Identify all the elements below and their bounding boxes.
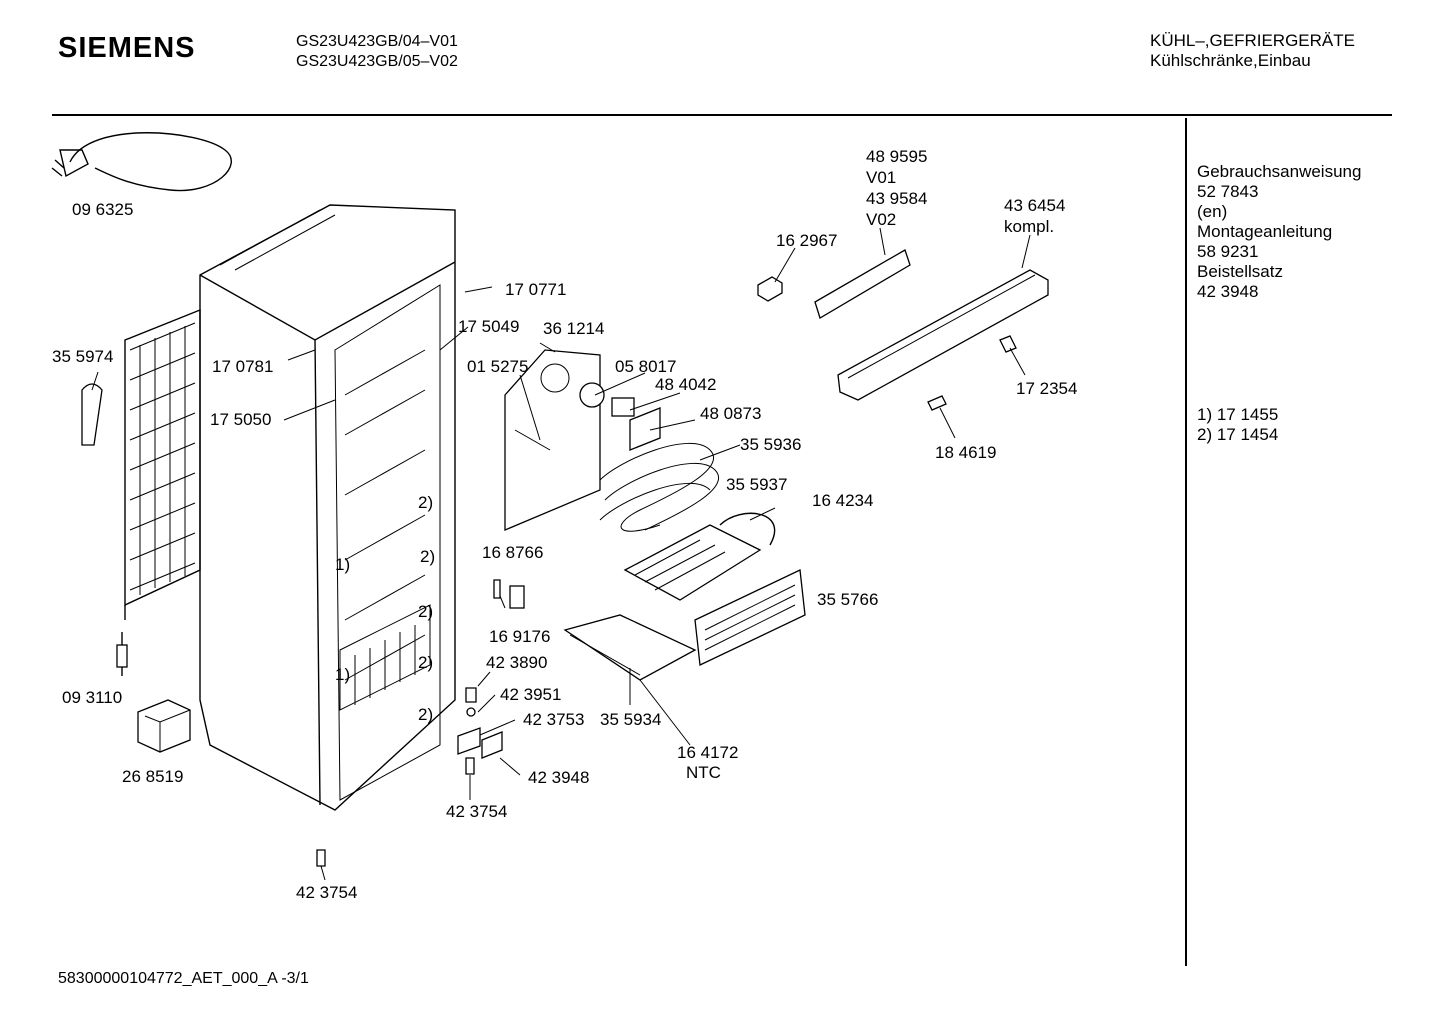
model-number-2: GS23U423GB/05–V02 (296, 53, 458, 70)
doc-line: (en) (1197, 202, 1228, 221)
footnote-ref: 2) (418, 602, 433, 621)
part-label-489595: 48 9595 (866, 147, 927, 166)
screw-part (465, 687, 477, 703)
doc-line: 42 3948 (1197, 282, 1259, 301)
part-label-v02: V02 (866, 210, 896, 229)
part-label-015275: 01 5275 (467, 357, 528, 376)
doc-line: Montageanleitung (1197, 222, 1333, 241)
header-divider (52, 114, 1392, 116)
part-label-423754: 42 3754 (446, 802, 507, 821)
part-label-480873: 48 0873 (700, 404, 761, 423)
part-label-439584: 43 9584 (866, 189, 927, 208)
footnote-line: 1) 17 1455 (1197, 405, 1279, 424)
sensor-probe-part (116, 632, 128, 676)
lamp-holder-part (509, 585, 525, 609)
sidebar-divider (1185, 118, 1187, 966)
part-label-184619: 18 4619 (935, 443, 996, 462)
part-label-436454: 43 6454 (1004, 196, 1065, 215)
doc-line: 52 7843 (1197, 182, 1259, 201)
part-label-355934: 35 5934 (600, 710, 661, 729)
footnote-ref: 2) (418, 493, 433, 512)
part-label-058017: 05 8017 (615, 357, 676, 376)
part-label-361214: 36 1214 (543, 319, 604, 338)
footnote-list: 1) 17 1455 2) 17 1454 (1197, 405, 1278, 445)
footnote-line: 2) 17 1454 (1197, 425, 1279, 444)
model-numbers: GS23U423GB/04–V01 GS23U423GB/05–V02 (296, 32, 458, 72)
footnote-ref: 2) (418, 653, 433, 672)
part-label-355937: 35 5937 (726, 475, 787, 494)
part-label-268519: 26 8519 (122, 767, 183, 786)
hinge-part (457, 727, 481, 755)
control-panel-part (837, 269, 1049, 401)
category-line-2: Kühlschränke,Einbau (1150, 51, 1311, 70)
part-label-423753: 42 3753 (523, 710, 584, 729)
switch-part (927, 395, 947, 411)
appliance-category: KÜHL–,GEFRIERGERÄTE Kühlschränke,Einbau (1150, 31, 1355, 71)
doc-line: Gebrauchsanweisung (1197, 162, 1362, 181)
part-label-170781: 17 0781 (212, 357, 273, 376)
part-label-172354: 17 2354 (1016, 379, 1077, 398)
part-label-170771: 17 0771 (505, 280, 566, 299)
part-label-355936: 35 5936 (740, 435, 801, 454)
hinge-cover-part (481, 731, 503, 759)
part-label-164234: 16 4234 (812, 491, 873, 510)
document-id: 58300000104772_AET_000_A -3/1 (58, 970, 309, 987)
control-board-part (814, 249, 911, 319)
footnote-ref: 1) (335, 665, 350, 684)
brand-logo: SIEMENS (58, 32, 196, 64)
starter-box-part (137, 699, 191, 753)
part-label-423890: 42 3890 (486, 653, 547, 672)
part-label-096325: 09 6325 (72, 200, 133, 219)
leader-lines (91, 227, 1031, 881)
part-label-484042: 48 4042 (655, 375, 716, 394)
model-number-1: GS23U423GB/04–V01 (296, 33, 458, 50)
part-label-162967: 16 2967 (776, 231, 837, 250)
thermostat-part (579, 382, 661, 451)
evaporator-plate-part (504, 349, 601, 531)
part-label-423948: 42 3948 (528, 768, 589, 787)
wire-coil-part (599, 442, 719, 532)
vent-grille-part (694, 569, 806, 666)
part-label-175049: 17 5049 (458, 317, 519, 336)
footnote-ref: 2) (420, 547, 435, 566)
condenser-coil-part (124, 308, 201, 620)
doc-line: 58 9231 (1197, 242, 1259, 261)
part-label-355974: 35 5974 (52, 347, 113, 366)
doc-line: Beistellsatz (1197, 262, 1283, 281)
screw-part (316, 849, 326, 867)
part-label-093110: 09 3110 (62, 688, 122, 707)
part-label-169176: 16 9176 (489, 627, 550, 646)
part-label-ntc: NTC (686, 763, 721, 782)
part-label-355766: 35 5766 (817, 590, 878, 609)
power-cord-part (51, 132, 232, 192)
washer-part (466, 707, 476, 717)
part-label-v01: V01 (866, 168, 896, 187)
lamp-socket-part (999, 335, 1017, 353)
drawer-tray-part (563, 614, 697, 681)
footnote-ref: 2) (418, 705, 433, 724)
part-label-168766: 16 8766 (482, 543, 543, 562)
part-label-423754: 42 3754 (296, 883, 357, 902)
part-label-164172: 16 4172 (677, 743, 738, 762)
cabinet-body-part (199, 204, 456, 811)
part-label-175050: 17 5050 (210, 410, 271, 429)
sensor-clip-part (493, 579, 501, 599)
category-line-1: KÜHL–,GEFRIERGERÄTE (1150, 31, 1355, 50)
part-label-423951: 42 3951 (500, 685, 561, 704)
button-part (757, 276, 783, 302)
documentation-list: Gebrauchsanweisung 52 7843 (en) Montagea… (1197, 162, 1361, 302)
part-label-kompl: kompl. (1004, 217, 1054, 236)
footnote-ref: 1) (335, 555, 350, 574)
fan-housing-part (623, 512, 776, 601)
drain-hose-part (81, 383, 103, 446)
screw-part (465, 757, 475, 775)
